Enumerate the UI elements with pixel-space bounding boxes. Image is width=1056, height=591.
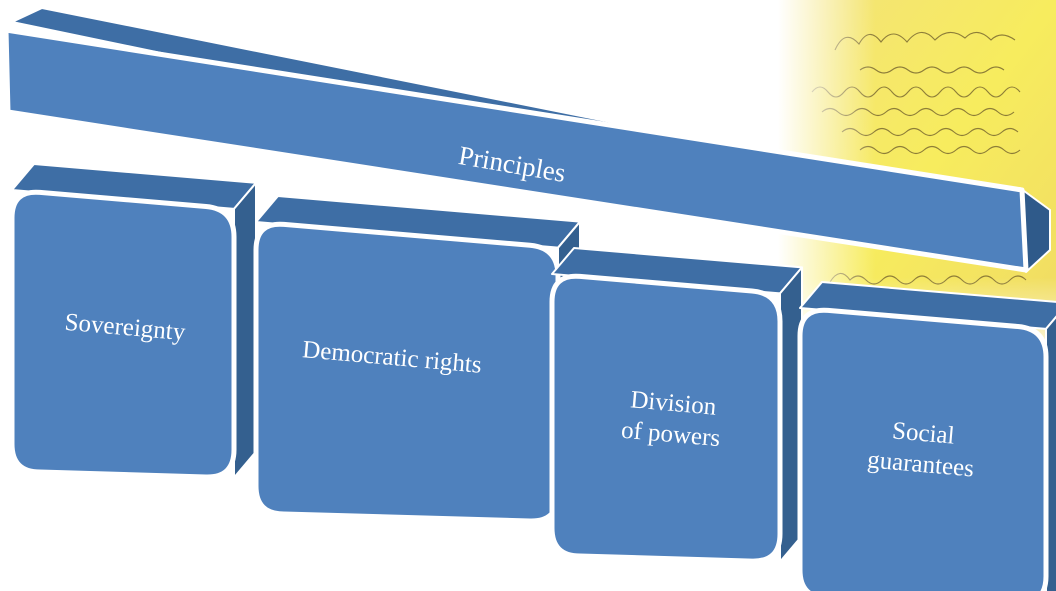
item-block-front-face [549,273,783,564]
item-block-side-face [233,181,257,479]
item-block-front-face [9,189,237,480]
item-block-social-guarantees [797,281,1056,591]
item-block-front-face [253,221,561,524]
item-block-sovereignty [9,163,257,480]
principles-header-block [3,7,1051,273]
item-block-front-face [797,307,1049,591]
item-block-division-of-powers [549,247,803,564]
item-block-democratic-rights [253,195,581,524]
